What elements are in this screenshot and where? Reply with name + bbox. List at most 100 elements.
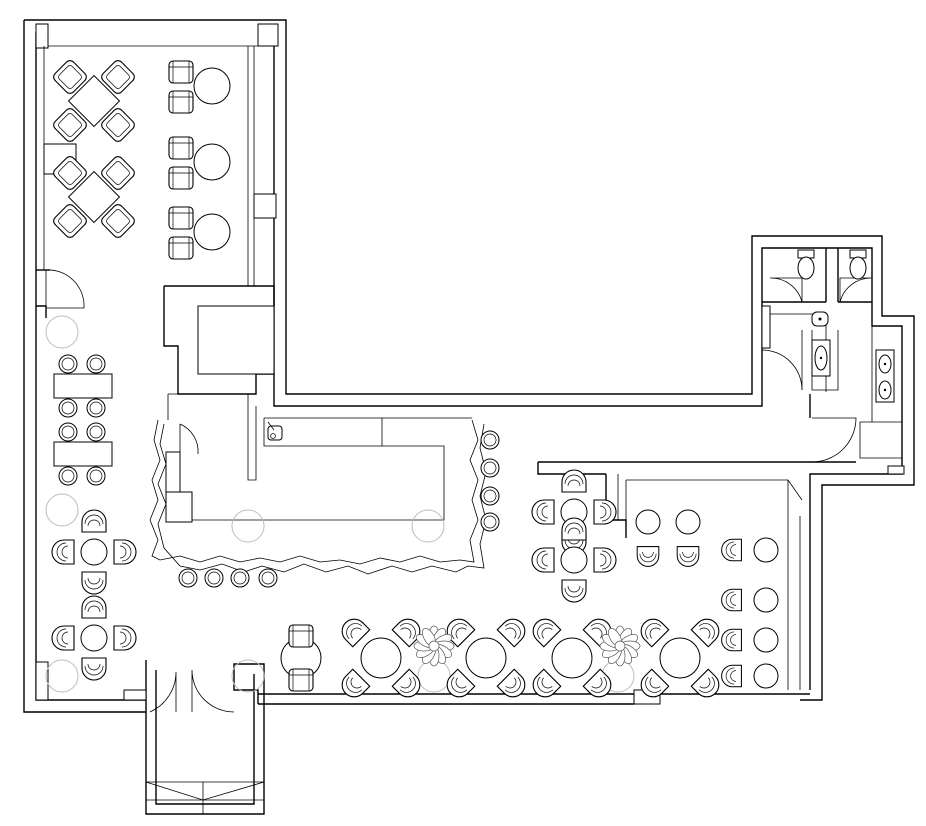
round-table	[753, 537, 779, 563]
armchair-icon	[101, 156, 135, 190]
bar-stool-icon	[480, 430, 500, 450]
chair-icon	[561, 517, 587, 541]
chair-icon	[51, 539, 75, 565]
armchair-icon	[101, 60, 135, 94]
chair-icon	[676, 546, 700, 567]
bar-stool-icon	[230, 568, 250, 588]
rect-table	[53, 373, 113, 399]
chair-icon	[81, 571, 107, 595]
chair-icon	[582, 668, 612, 698]
interior-walls	[35, 23, 905, 705]
chair-icon	[640, 668, 670, 698]
chair-icon	[341, 618, 371, 648]
rect-table	[53, 441, 113, 467]
chair-icon	[81, 595, 107, 619]
chair-icon	[531, 499, 555, 525]
round-table	[753, 587, 779, 613]
chair-icon	[561, 469, 587, 493]
chair-icon	[51, 625, 75, 651]
bar-stool-icon	[204, 568, 224, 588]
round-table	[193, 213, 231, 251]
urinal-icon	[811, 311, 829, 327]
round-table	[80, 538, 108, 566]
bar-stool-icon	[480, 458, 500, 478]
round-table	[753, 663, 779, 689]
square-table	[67, 170, 121, 224]
round-table	[675, 509, 701, 535]
washbasin-icon	[811, 339, 831, 377]
round-table	[635, 509, 661, 535]
chair-icon	[721, 588, 742, 612]
restroom-fixtures	[267, 249, 895, 441]
chair-icon	[721, 538, 742, 562]
toilet-icon	[797, 249, 815, 280]
bar-stool-icon	[86, 466, 106, 486]
chair-icon	[168, 60, 194, 84]
round-table	[753, 627, 779, 653]
bar-stool-icon	[86, 422, 106, 442]
bar-stool-icon	[258, 568, 278, 588]
chair-icon	[690, 618, 720, 648]
chair-icon	[496, 618, 526, 648]
planter-icon	[599, 625, 641, 667]
chair-icon	[168, 90, 194, 114]
chair-icon	[593, 499, 617, 525]
chair-icon	[391, 668, 421, 698]
bar-stool-icon	[178, 568, 198, 588]
chair-icon	[288, 668, 314, 692]
bar-stool-icon	[480, 486, 500, 506]
round-table	[80, 624, 108, 652]
round-table	[551, 637, 593, 679]
chair-icon	[288, 624, 314, 648]
armchair-icon	[101, 204, 135, 238]
chair-icon	[168, 236, 194, 260]
chair-icon	[561, 579, 587, 603]
chair-icon	[113, 539, 137, 565]
armchair-icon	[53, 204, 87, 238]
chair-icon	[168, 206, 194, 230]
chair-icon	[113, 625, 137, 651]
armchair-icon	[53, 156, 87, 190]
round-table	[193, 67, 231, 105]
chair-icon	[531, 547, 555, 573]
bar-stool-icon	[58, 398, 78, 418]
chair-icon	[636, 546, 660, 567]
chair-icon	[593, 547, 617, 573]
outer-walls	[23, 19, 915, 815]
chair-icon	[640, 618, 670, 648]
square-table	[67, 74, 121, 128]
round-table	[560, 546, 588, 574]
bar-stool-icon	[58, 422, 78, 442]
chair-icon	[721, 628, 742, 652]
planter-hedge	[149, 419, 487, 575]
planter-icon	[413, 625, 455, 667]
chair-icon	[81, 657, 107, 681]
round-table	[360, 637, 402, 679]
chair-icon	[168, 136, 194, 160]
round-table	[193, 143, 231, 181]
bar-stool-icon	[86, 398, 106, 418]
chair-icon	[391, 618, 421, 648]
bar-stool-icon	[480, 512, 500, 532]
chair-icon	[721, 664, 742, 688]
chair-icon	[81, 509, 107, 533]
toilet-icon	[849, 249, 867, 280]
bar-stool-icon	[86, 354, 106, 374]
door-swings	[35, 269, 873, 713]
round-table	[465, 637, 507, 679]
chair-icon	[532, 618, 562, 648]
bar-stool-icon	[58, 354, 78, 374]
armchair-icon	[53, 108, 87, 142]
furniture-layer	[51, 60, 779, 698]
armchair-icon	[53, 60, 87, 94]
chair-icon	[446, 668, 476, 698]
armchair-icon	[101, 108, 135, 142]
chair-icon	[690, 668, 720, 698]
washbasin-icon	[875, 349, 895, 403]
round-table	[659, 637, 701, 679]
bar-sink-icon	[267, 421, 283, 441]
chair-icon	[341, 668, 371, 698]
bar-stool-icon	[58, 466, 78, 486]
chair-icon	[496, 668, 526, 698]
